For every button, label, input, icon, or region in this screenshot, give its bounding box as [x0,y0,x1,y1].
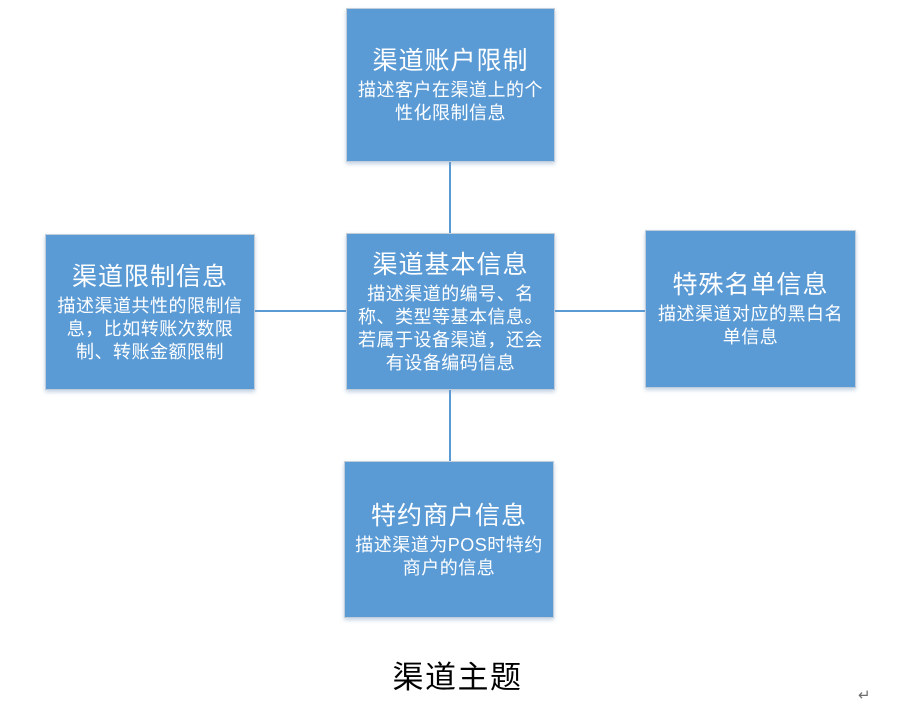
node-description: 描述渠道对应的黑白名单信息 [658,304,843,347]
node-description: 描述渠道的编号、名称、类型等基本信息。若属于设备渠道，还会有设备编码信息 [358,283,543,373]
connector-center-to-bottom [449,390,451,461]
node-title: 特约商户信息 [370,501,527,530]
line-break-mark-icon: ↵ [858,686,871,704]
node-description: 描述渠道为POS时特约商户的信息 [355,534,543,578]
node-special-list-info: 特殊名单信息 描述渠道对应的黑白名单信息 [645,230,856,388]
node-title: 特殊名单信息 [672,271,829,299]
node-title: 渠道账户限制 [372,47,529,75]
node-description: 描述客户在渠道上的个性化限制信息 [358,80,543,123]
node-title: 渠道基本信息 [372,250,529,279]
connector-center-to-right [555,310,645,312]
node-merchant-info: 特约商户信息 描述渠道为POS时特约商户的信息 [344,461,554,618]
diagram-caption: 渠道主题 [392,660,523,695]
connector-left-to-center [255,310,346,312]
node-channel-account-limit: 渠道账户限制 描述客户在渠道上的个性化限制信息 [346,8,555,162]
node-description: 描述渠道共性的限制信息，比如转账次数限制、转账金额限制 [57,295,243,362]
node-title: 渠道限制信息 [71,262,228,291]
connector-top-to-center [449,162,451,233]
node-channel-basic-info: 渠道基本信息 描述渠道的编号、名称、类型等基本信息。若属于设备渠道，还会有设备编… [346,233,555,390]
node-channel-limit-info: 渠道限制信息 描述渠道共性的限制信息，比如转账次数限制、转账金额限制 [45,234,255,390]
